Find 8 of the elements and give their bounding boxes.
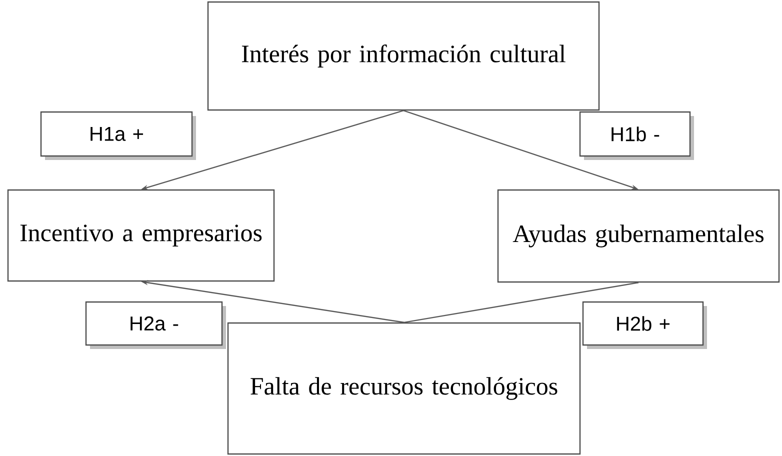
- hypothesis-label: H1a +: [40, 111, 196, 160]
- concept-box: Incentivo a empresarios: [7, 189, 275, 282]
- concept-box: Ayudas gubernamentales: [497, 189, 780, 283]
- hypothesis-label: H1b -: [579, 111, 694, 160]
- hypothesis-label: H2a -: [85, 301, 226, 349]
- concept-box: Falta de recursos tecnológicos: [227, 322, 581, 455]
- hypothesis-label: H2b +: [582, 301, 707, 349]
- concept-box: Interés por información cultural: [207, 1, 600, 111]
